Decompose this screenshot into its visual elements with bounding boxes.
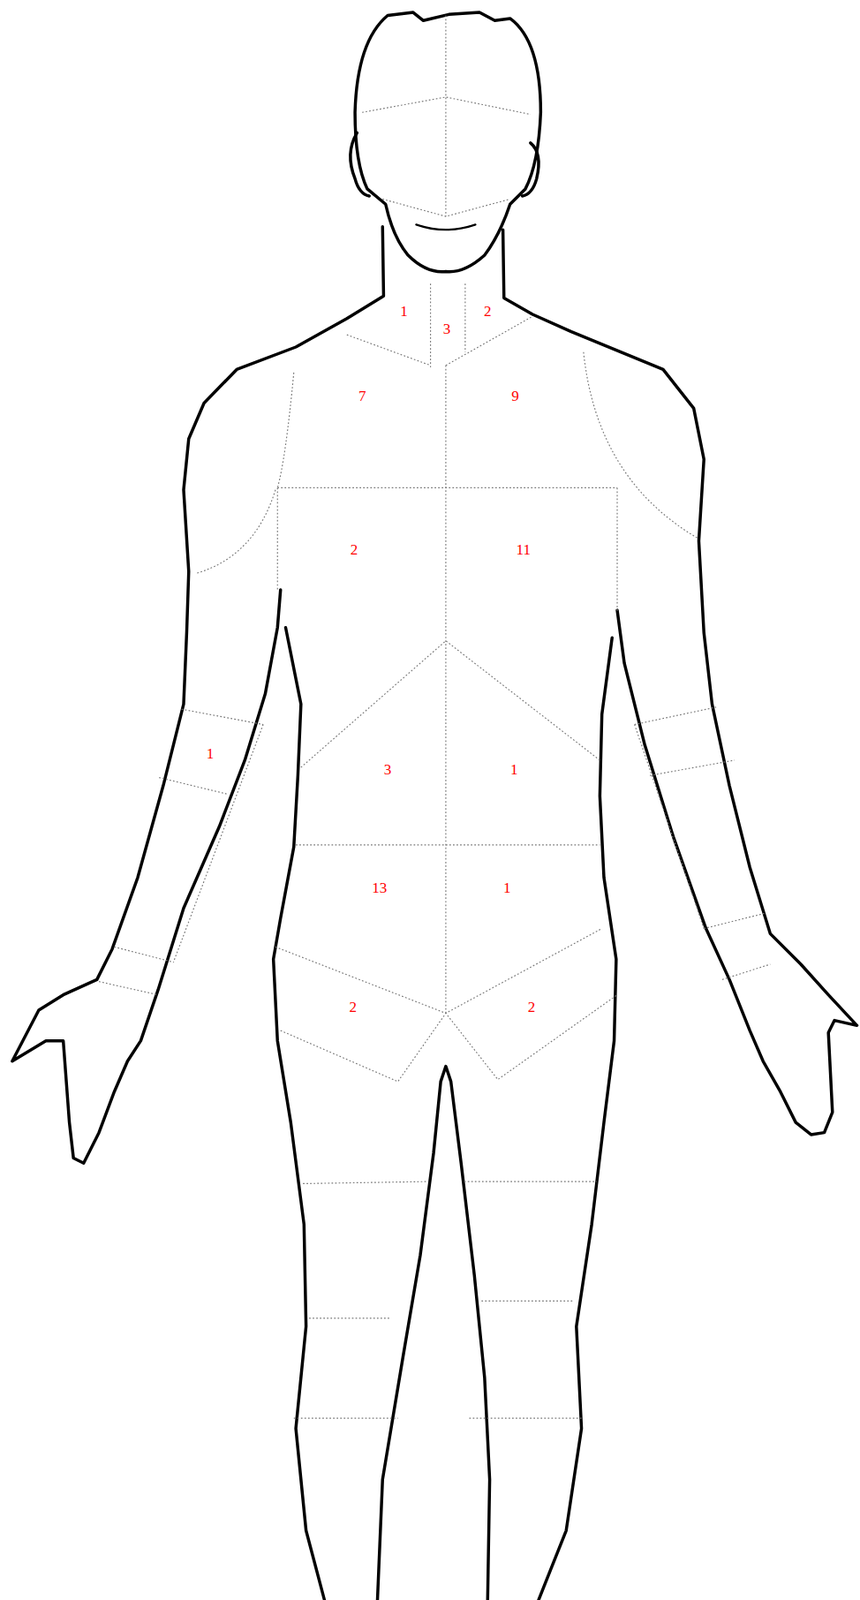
callout-number: 2 — [349, 999, 358, 1015]
callout-number: 3 — [384, 761, 393, 778]
callout-number: 1 — [399, 303, 408, 319]
callout-number: 13 — [371, 880, 387, 896]
callout-number: 1 — [206, 745, 215, 761]
callout-number: 1 — [503, 880, 512, 896]
callout-number: 1 — [510, 761, 519, 778]
callout-number: 11 — [516, 541, 531, 557]
callout-number: 9 — [511, 388, 520, 404]
callout-number: 3 — [443, 321, 452, 337]
callout-number: 2 — [483, 303, 492, 319]
callout-number: 2 — [528, 999, 536, 1015]
callout-number: 2 — [350, 541, 359, 557]
callout-number: 7 — [358, 388, 367, 404]
